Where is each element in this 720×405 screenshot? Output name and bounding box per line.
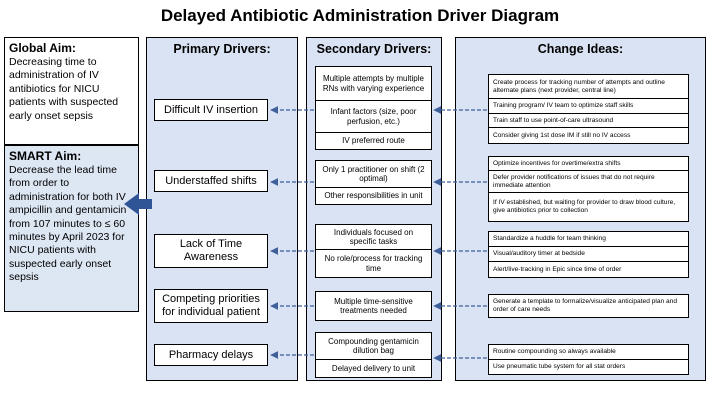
- change-idea-item: Visual/auditory timer at bedside: [489, 247, 688, 262]
- change-idea-item: Consider giving 1st dose IM if still no …: [493, 131, 631, 139]
- change-idea-item: Alert/live-tracking in Epic since time o…: [493, 265, 622, 273]
- change-idea-item: Train staff to use point-of-care ultraso…: [489, 114, 688, 128]
- secondary-driver-item: Infant factors (size, poor perfusion, et…: [316, 101, 431, 133]
- change-idea-item: Optimize incentives for overtime/extra s…: [489, 157, 688, 171]
- secondary-driver-item: IV preferred route: [342, 136, 405, 146]
- global-aim-heading: Global Aim:: [9, 41, 76, 55]
- secondary-driver-item: Delayed delivery to unit: [331, 363, 416, 373]
- secondary-driver-group: Individuals focused on specific tasks No…: [315, 224, 432, 278]
- primary-drivers-heading: Primary Drivers:: [173, 42, 271, 56]
- smart-aim-text: Decrease the lead time from order to adm…: [9, 164, 127, 284]
- primary-driver-label: Understaffed shifts: [165, 174, 257, 187]
- change-ideas-heading: Change Ideas:: [537, 42, 624, 56]
- secondary-driver-item: Multiple time-sensitive treatments neede…: [334, 296, 413, 316]
- secondary-driver-item: Individuals focused on specific tasks: [316, 225, 431, 250]
- primary-driver-label: Competing priorities for individual pati…: [162, 293, 260, 318]
- secondary-driver-item: Compounding gentamicin dilution bag: [316, 333, 431, 360]
- primary-driver-box: Understaffed shifts: [154, 170, 268, 192]
- change-idea-item: Training program/ IV team to optimize st…: [489, 99, 688, 114]
- secondary-driver-item: Other responsibilities in unit: [324, 191, 423, 201]
- change-idea-group: Generate a template to formalize/visuali…: [488, 294, 689, 318]
- primary-driver-box: Competing priorities for individual pati…: [154, 289, 268, 323]
- aim-arrow-icon: [124, 193, 152, 215]
- primary-driver-box: Lack of Time Awareness: [154, 234, 268, 268]
- change-idea-item: Defer provider notifications of issues t…: [489, 171, 688, 193]
- change-idea-group: Routine compounding so always available …: [488, 344, 689, 375]
- primary-driver-label: Difficult IV insertion: [164, 103, 258, 116]
- primary-driver-box: Pharmacy delays: [154, 344, 268, 366]
- primary-driver-label: Lack of Time Awareness: [179, 238, 243, 263]
- primary-driver-label: Pharmacy delays: [168, 348, 254, 361]
- change-idea-group: Optimize incentives for overtime/extra s…: [488, 156, 689, 222]
- secondary-driver-group: Compounding gentamicin dilution bag Dela…: [315, 332, 432, 378]
- primary-driver-box: Difficult IV insertion: [154, 99, 268, 121]
- smart-aim-box: SMART Aim: Decrease the lead time from o…: [4, 145, 139, 312]
- smart-aim-heading: SMART Aim:: [9, 149, 82, 163]
- change-idea-item: Create process for tracking number of at…: [489, 75, 688, 99]
- global-aim-box: Global Aim: Decreasing time to administr…: [4, 37, 139, 145]
- secondary-driver-item: Multiple attempts by multiple RNs with v…: [316, 67, 431, 101]
- change-idea-item: Standardize a huddle for team thinking: [489, 232, 688, 247]
- secondary-driver-item: Only 1 practitioner on shift (2 optimal): [316, 161, 431, 188]
- secondary-driver-group: Only 1 practitioner on shift (2 optimal)…: [315, 160, 432, 205]
- primary-drivers-panel: Primary Drivers:: [146, 37, 298, 381]
- page-title: Delayed Antibiotic Administration Driver…: [160, 6, 560, 25]
- secondary-driver-item: No role/process for tracking time: [324, 254, 423, 273]
- change-idea-item: Use pneumatic tube system for all stat o…: [493, 363, 626, 370]
- secondary-driver-group: Multiple time-sensitive treatments neede…: [315, 291, 432, 321]
- secondary-drivers-heading: Secondary Drivers:: [316, 42, 432, 56]
- secondary-driver-group: Multiple attempts by multiple RNs with v…: [315, 66, 432, 150]
- change-idea-item: If IV established, but waiting for provi…: [493, 199, 676, 214]
- global-aim-text: Decreasing time to administration of IV …: [9, 56, 119, 122]
- change-idea-item: Generate a template to formalize/visuali…: [493, 298, 678, 313]
- change-idea-item: Routine compounding so always available: [489, 345, 688, 360]
- change-idea-group: Standardize a huddle for team thinking V…: [488, 231, 689, 278]
- change-idea-group: Create process for tracking number of at…: [488, 74, 689, 144]
